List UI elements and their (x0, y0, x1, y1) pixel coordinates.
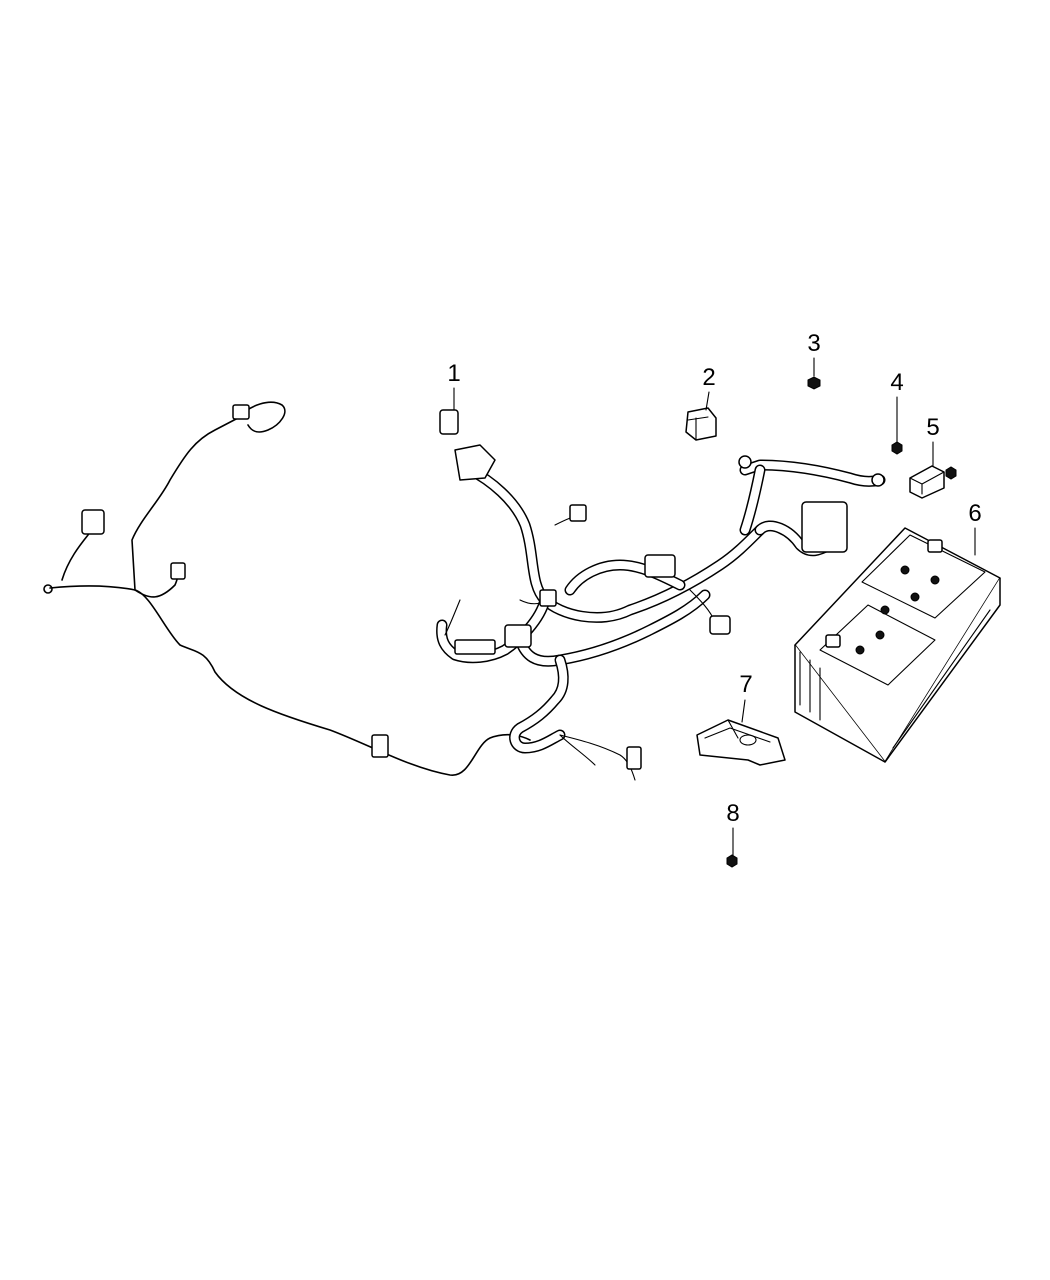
leader-lines (453, 357, 976, 857)
battery-terminal-box (801, 501, 848, 553)
callout-5: 5 (926, 414, 940, 441)
connector-1a (439, 409, 459, 435)
clip-c (539, 589, 557, 607)
ring-terminal (43, 584, 53, 594)
harness-tape (454, 639, 496, 655)
ring-terminal-pos (738, 455, 752, 469)
part-3-nut (807, 376, 821, 390)
part-4-nut (891, 441, 903, 455)
connector-top (232, 404, 250, 420)
clip-d (371, 734, 389, 758)
connector-right (709, 615, 731, 635)
part-7-cover (696, 719, 786, 766)
junction-block (644, 554, 676, 578)
clip-b (504, 624, 532, 648)
callout-4: 4 (890, 369, 904, 396)
part-8-nut (726, 854, 738, 868)
callout-3: 3 (807, 330, 821, 357)
clip-a (569, 504, 587, 522)
ring-terminal-neg (871, 473, 885, 487)
callout-6: 6 (968, 500, 982, 527)
connector-mid (170, 562, 186, 580)
part-6-battery (794, 527, 1001, 763)
callout-8: 8 (726, 800, 740, 827)
connector-bottom (626, 746, 642, 770)
connector-left (81, 509, 105, 535)
connector-1b (454, 444, 496, 481)
callout-2: 2 (702, 364, 716, 391)
main-wire-harness (371, 409, 886, 781)
part-2-connector (685, 407, 717, 441)
callout-1: 1 (447, 360, 461, 387)
part-5-sensor (909, 465, 957, 499)
thin-wire-harness (43, 401, 531, 776)
callout-7: 7 (739, 671, 753, 698)
